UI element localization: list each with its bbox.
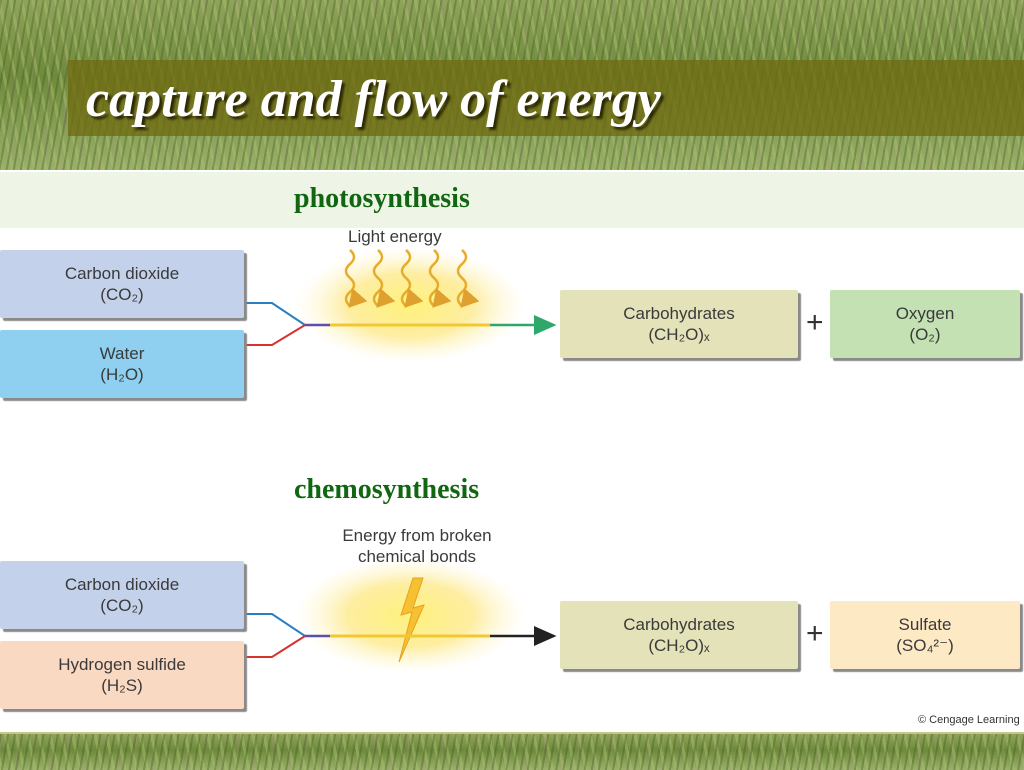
photosynthesis-header-band (0, 172, 1024, 228)
carbohydrates-box-chemo: Carbohydrates (CH₂O)ₓ (560, 601, 798, 669)
sulfate-box: Sulfate (SO₄²⁻) (830, 601, 1020, 669)
h2s-line (246, 635, 306, 658)
light-glow (295, 247, 525, 363)
co2-line-chemo (246, 613, 306, 637)
carbohydrates-box: Carbohydrates (CH₂O)ₓ (560, 290, 798, 358)
chemical-glow (295, 557, 525, 673)
light-energy-label: Light energy (348, 227, 442, 246)
oxygen-box: Oxygen (O₂) (830, 290, 1020, 358)
plus-sign-chemo: + (806, 617, 824, 650)
co2-line (246, 302, 306, 326)
light-rays-icon (344, 249, 480, 308)
water-box: Water (H₂O) (0, 330, 244, 398)
chemical-energy-label: Energy from broken chemical bonds (342, 526, 492, 566)
copyright-notice: © Cengage Learning (918, 714, 1020, 726)
photosynthesis-label: photosynthesis (294, 183, 470, 214)
water-line (246, 324, 306, 346)
chemosynthesis-label: chemosynthesis (294, 474, 480, 505)
grass-footer-background (0, 732, 1024, 770)
lightning-bolt-icon (398, 577, 425, 663)
carbon-dioxide-box-chemo: Carbon dioxide (CO₂) (0, 561, 244, 629)
title-band (68, 60, 1024, 136)
plus-sign: + (806, 306, 824, 339)
slide-title: capture and flow of energy (86, 71, 661, 128)
hydrogen-sulfide-box: Hydrogen sulfide (H₂S) (0, 641, 244, 709)
carbon-dioxide-box: Carbon dioxide (CO₂) (0, 250, 244, 318)
